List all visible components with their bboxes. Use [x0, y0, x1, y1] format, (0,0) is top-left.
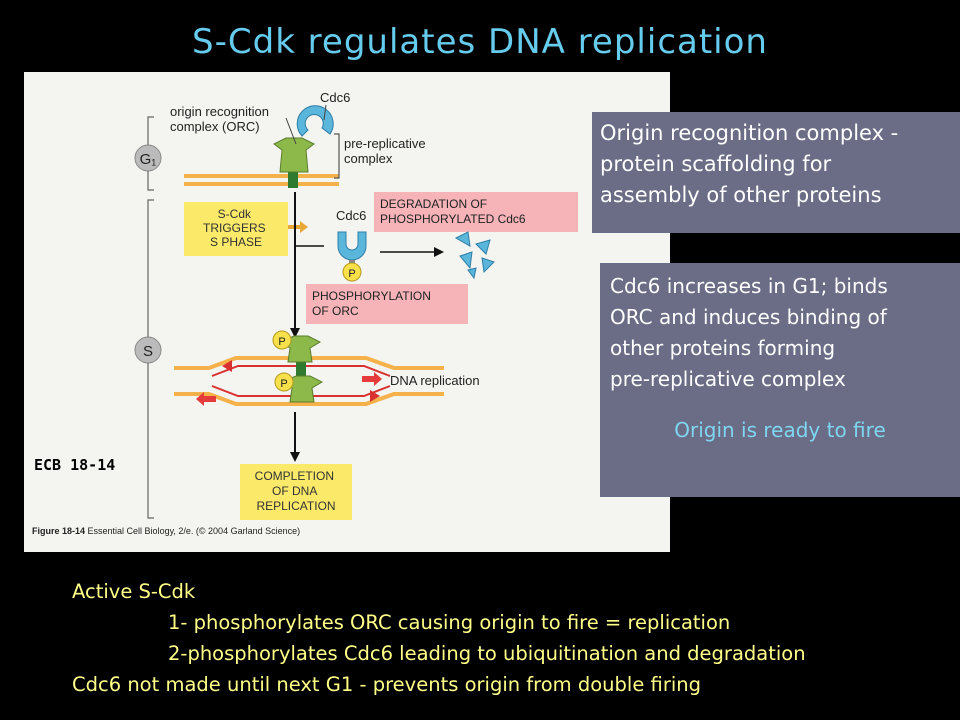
completion-line3: REPLICATION	[256, 499, 335, 513]
orc-info-line: protein scaffolding for	[600, 152, 832, 176]
caption-bold: Figure 18-14	[32, 526, 86, 536]
figure-caption: Figure 18-14 Essential Cell Biology, 2/e…	[32, 526, 300, 536]
phosphate-orc-upper-label: P	[278, 336, 285, 348]
scdk-label: S-Cdk TRIGGERS S PHASE	[203, 207, 269, 249]
pre-rep-line2: complex	[344, 151, 393, 166]
cdc6-label-top: Cdc6	[320, 90, 350, 105]
summary-text: Active S-Cdk 1- phosphorylates ORC causi…	[72, 576, 806, 700]
orc-label: origin recognition complex (ORC)	[170, 104, 273, 134]
caption-rest: Essential Cell Biology, 2/e. (© 2004 Gar…	[85, 526, 301, 536]
completion-line1: COMPLETION	[255, 469, 334, 483]
summary-heading: Active S-Cdk	[72, 580, 196, 603]
degradation-line2: PHOSPHORYLATED Cdc6	[380, 212, 526, 226]
g1-phase-marker	[134, 144, 162, 172]
phosphorylation-box	[306, 284, 468, 324]
completion-label: COMPLETION OF DNA REPLICATION	[255, 469, 338, 513]
orc-info-line: Origin recognition complex -	[600, 121, 899, 145]
scdk-trigger-box	[184, 202, 288, 256]
phosphate-cdc6-label: P	[348, 268, 355, 280]
fork-arrow-left	[196, 392, 204, 406]
cdc6-info-line: Cdc6 increases in G1; binds	[610, 274, 888, 298]
completion-box	[240, 464, 352, 520]
slide-title: S-Cdk regulates DNA replication	[192, 22, 768, 62]
orc-info-box: Origin recognition complex - protein sca…	[592, 112, 960, 233]
orc-label-line1: origin recognition	[170, 104, 269, 119]
phosphorylation-line1: PHOSPHORYLATION	[312, 289, 431, 303]
ecb-reference: ECB 18-14	[34, 456, 116, 474]
degradation-line1: DEGRADATION OF	[380, 197, 487, 211]
s-phase-marker	[134, 336, 162, 364]
completion-line2: OF DNA	[272, 484, 317, 498]
degradation-label: DEGRADATION OF PHOSPHORYLATED Cdc6	[380, 197, 526, 226]
s-label: S	[143, 343, 153, 360]
cell-cycle-diagram: G₁ S origin recognition complex (ORC) Cd…	[134, 90, 578, 520]
figure-18-14: G₁ S origin recognition complex (ORC) Cd…	[24, 72, 670, 552]
cdc6-info-line: other proteins forming	[610, 336, 836, 360]
cdc6-label-mid: Cdc6	[336, 208, 366, 223]
summary-conclusion: Cdc6 not made until next G1 - prevents o…	[72, 673, 701, 696]
orc-label-line2: complex (ORC)	[170, 119, 260, 134]
dna-replication-label: DNA replication	[390, 373, 480, 388]
cdc6-info-line: ORC and induces binding of	[610, 305, 887, 329]
phosphate-orc-lower-label: P	[280, 378, 287, 390]
phosphate-orc-upper	[272, 330, 292, 350]
summary-point-2: 2-phosphorylates Cdc6 leading to ubiquit…	[168, 642, 806, 665]
g1-label: G₁	[140, 151, 157, 168]
cdc6-fragments	[454, 231, 495, 280]
phosphorylation-label: PHOSPHORYLATION OF ORC	[312, 289, 434, 318]
scdk-line1: S-Cdk	[218, 207, 252, 221]
summary-point-1: 1- phosphorylates ORC causing origin to …	[168, 611, 731, 634]
cdc6-info-box: Cdc6 increases in G1; binds ORC and indu…	[600, 263, 960, 497]
phosphorylation-line2: OF ORC	[312, 304, 359, 318]
orc-info-line: assembly of other proteins	[600, 183, 882, 207]
scdk-line2: TRIGGERS	[203, 221, 266, 235]
cdc6-info-line: pre-replicative complex	[610, 367, 846, 391]
orc-protein-g1	[273, 137, 315, 173]
phosphate-cdc6	[342, 262, 362, 282]
pre-replicative-label: pre-replicative complex	[344, 136, 429, 166]
phosphate-orc-lower	[274, 372, 294, 392]
origin-ready-text: Origin is ready to fire	[674, 418, 886, 442]
scdk-line3: S PHASE	[210, 235, 262, 249]
pre-rep-line1: pre-replicative	[344, 136, 426, 151]
degradation-box	[374, 192, 578, 232]
cdc6-protein-free	[337, 231, 367, 261]
fork-arrow-right	[374, 372, 382, 386]
cdc6-protein-bound	[296, 105, 334, 137]
